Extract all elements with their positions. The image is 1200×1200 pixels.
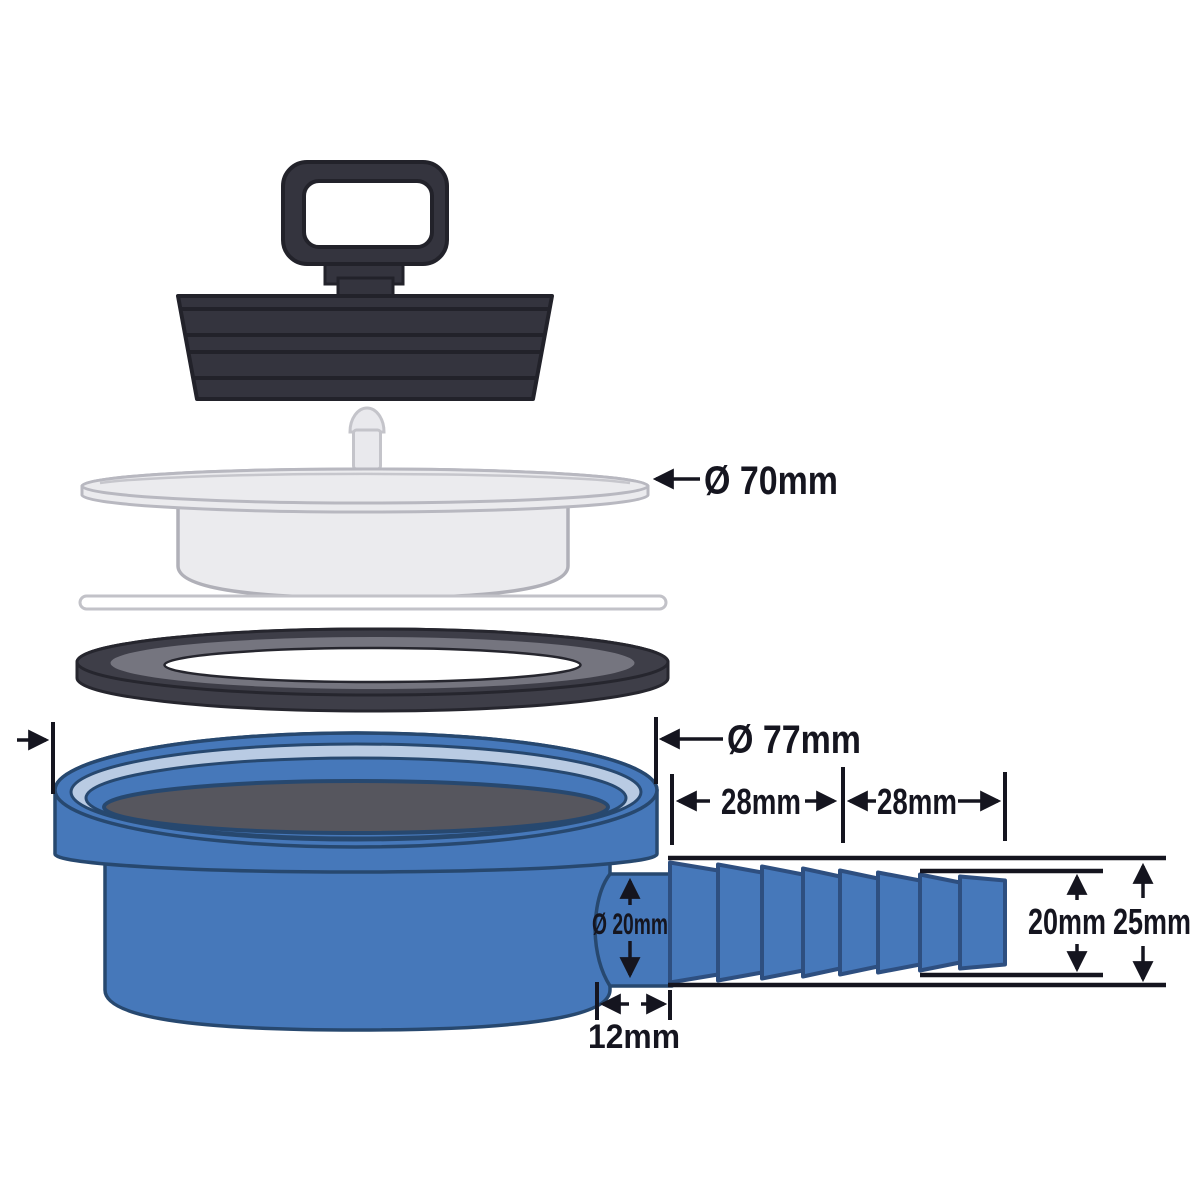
disc-pin-dome [348, 406, 386, 434]
dim25hose-label: 25mm [1113, 901, 1191, 942]
dim-barb-lengths: 28mm 28mm [670, 767, 1007, 845]
dim-stub-length: 12mm [588, 982, 680, 1056]
flat-washer-part [78, 594, 668, 611]
dim12-label: 12mm [588, 1018, 680, 1056]
disc-flange-top [80, 467, 650, 505]
dim-hose-diameters: 20mm 25mm [668, 855, 1191, 988]
outlet-stub [593, 872, 674, 988]
barb-segment-7 [918, 872, 962, 973]
barb-segment-2 [716, 862, 764, 983]
barb-segment-5 [838, 868, 880, 977]
dim28a-label: 28mm [721, 781, 801, 822]
drain-opening [102, 779, 610, 835]
dim-disc-diameter: Ø 70mm [652, 459, 838, 503]
bowl-lower-body [103, 856, 612, 1032]
dim20bore-label: Ø 20mm [592, 908, 668, 941]
dim-outlet-bore: Ø 20mm [592, 877, 668, 979]
dim77-label: Ø 77mm [727, 718, 861, 762]
gasket-hole [163, 646, 582, 684]
cover-disc-part [80, 406, 650, 600]
plug-handle-hole [302, 179, 434, 249]
dim20hose-label: 20mm [1028, 901, 1106, 942]
hose-barb-connector [668, 860, 1007, 985]
barb-segment-4 [801, 866, 842, 979]
barb-segment-6 [876, 870, 922, 975]
plug-body [176, 294, 554, 401]
barb-segment-3 [760, 864, 805, 981]
plug-part [176, 160, 554, 401]
drain-body-part [53, 731, 674, 1032]
barb-segment-1 [668, 860, 720, 985]
barb-segment-8 [958, 874, 1007, 971]
gasket-part [75, 627, 670, 713]
dim-body-diameter: Ø 77mm [17, 717, 861, 794]
disc-flange-inner-line [99, 472, 631, 485]
disc-pin-shaft [352, 428, 382, 471]
dim28b-label: 28mm [877, 781, 957, 822]
dim70-label: Ø 70mm [704, 459, 838, 503]
